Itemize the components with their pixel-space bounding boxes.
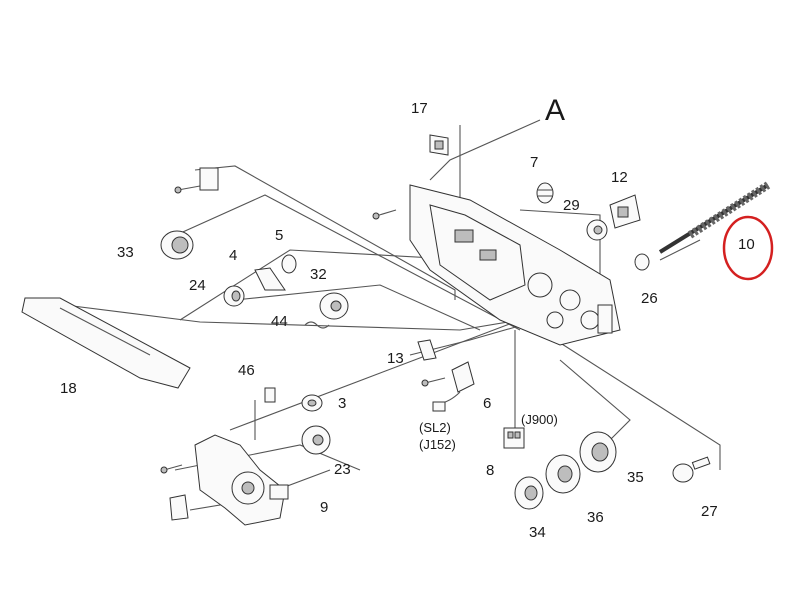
callout-33: 33 (117, 244, 134, 261)
part-18-plate (21, 297, 191, 389)
callout-9: 9 (320, 499, 329, 516)
callout-10: 10 (738, 236, 755, 253)
view-label-a: A (545, 94, 566, 127)
part-35-gear (579, 431, 617, 473)
callout-17: 17 (411, 100, 428, 117)
callout-36: 36 (587, 509, 604, 526)
part-27-gear-shaft (672, 456, 711, 483)
part-13-link (417, 339, 437, 361)
part-8-connector (503, 427, 525, 449)
callout-26: 26 (641, 290, 658, 307)
callout-6: 6 (483, 395, 492, 412)
callout-35: 35 (627, 469, 644, 486)
callout-44: 44 (271, 313, 288, 330)
callout-46: 46 (238, 362, 255, 379)
callout-34: 34 (529, 524, 546, 541)
part-32-gear (319, 292, 349, 320)
connector-label-j152: (J152) (419, 437, 456, 452)
part-9-gearbox (169, 434, 289, 526)
callout-12: 12 (611, 169, 628, 186)
part-12-bracket (609, 194, 641, 229)
screws (160, 167, 446, 474)
callout-3: 3 (338, 395, 347, 412)
part-5-spring (281, 254, 297, 274)
highlight-circle (722, 215, 774, 281)
callout-7: 7 (530, 154, 539, 171)
callout-32: 32 (310, 266, 327, 283)
callout-27: 27 (701, 503, 718, 520)
callout-5: 5 (275, 227, 284, 244)
part-10-shaft (658, 181, 771, 254)
part-44-spring (304, 321, 330, 329)
main-side-frame (409, 184, 621, 346)
part-23-roller (301, 425, 331, 455)
part-7-spring (536, 182, 554, 204)
part-26-bushing (634, 253, 650, 271)
callout-18: 18 (60, 380, 77, 397)
part-34-gear (514, 476, 544, 510)
part-29-bushing (586, 219, 608, 241)
part-36-gear (545, 454, 581, 494)
connector-label-sl2: (SL2) (419, 420, 451, 435)
connector-label-j900: (J900) (521, 412, 558, 427)
part-33-gear (160, 230, 194, 260)
callout-13: 13 (387, 350, 404, 367)
part-4-lever (254, 267, 286, 291)
part-17-connector (429, 134, 449, 156)
callout-29: 29 (563, 197, 580, 214)
part-6-sensor (432, 361, 475, 412)
part-24-bushing (223, 285, 245, 307)
part-3-bushing (301, 394, 323, 412)
callout-23: 23 (334, 461, 351, 478)
callout-24: 24 (189, 277, 206, 294)
callout-8: 8 (486, 462, 495, 479)
callout-4: 4 (229, 247, 238, 264)
